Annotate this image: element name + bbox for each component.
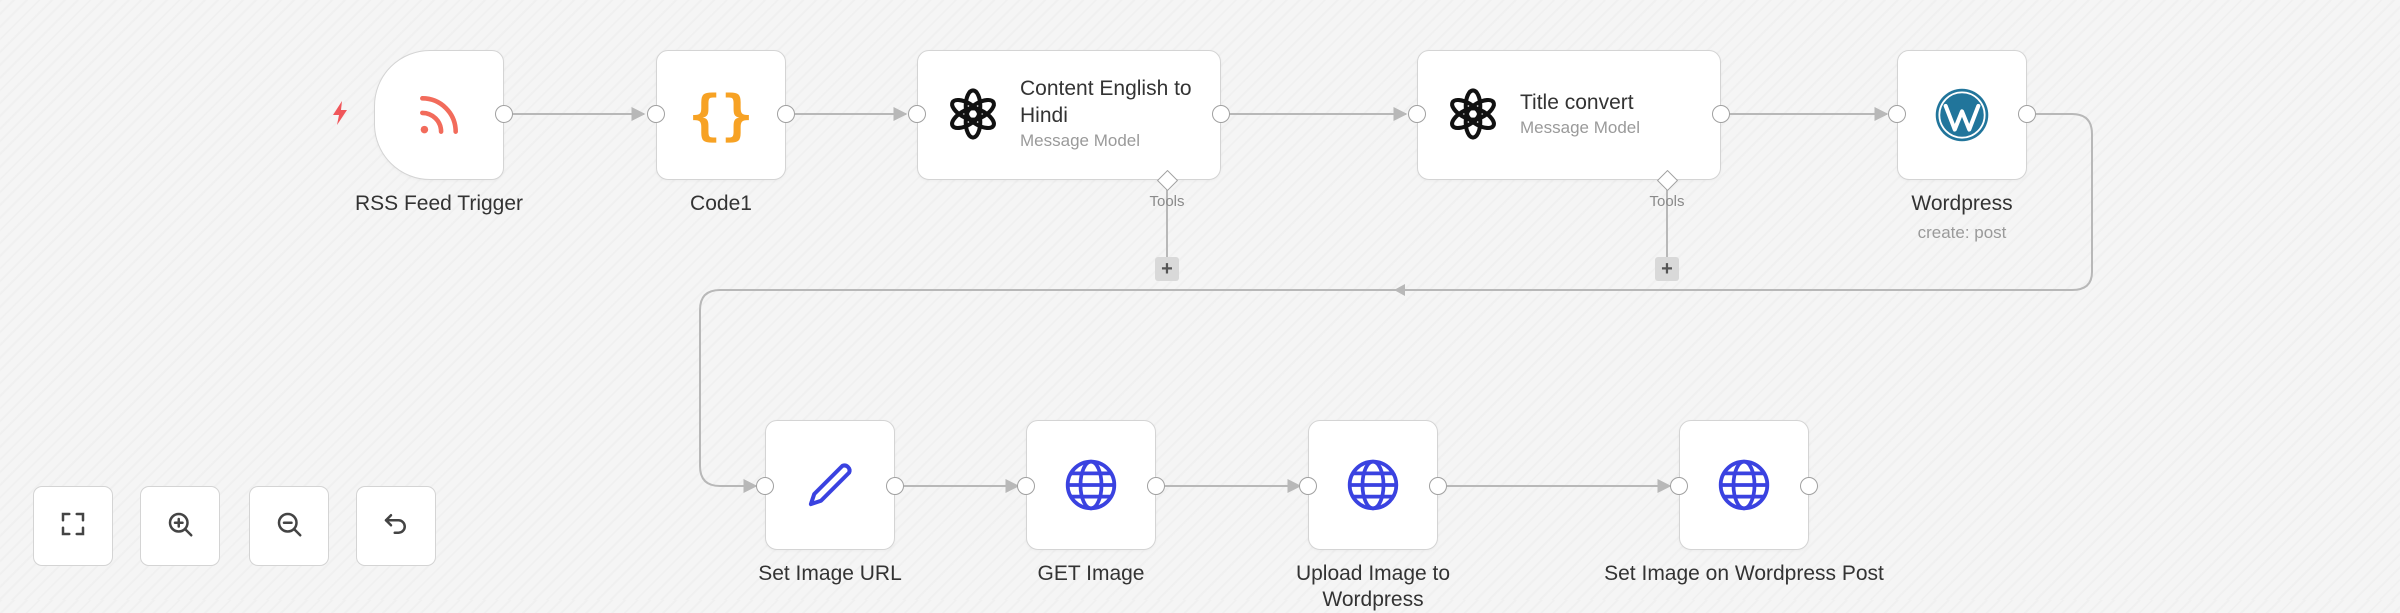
code-input-port[interactable] (647, 105, 665, 123)
set-image-post-label: Set Image on Wordpress Post (1604, 562, 1884, 585)
globe-icon (1309, 421, 1437, 549)
content-translate-output-port[interactable] (1212, 105, 1230, 123)
set-image-post-input-port[interactable] (1670, 477, 1688, 495)
wordpress-node[interactable] (1897, 50, 2027, 180)
rss-feed-trigger-label: RSS Feed Trigger (354, 192, 524, 215)
get-image-input-port[interactable] (1017, 477, 1035, 495)
code-output-port[interactable] (777, 105, 795, 123)
set-image-url-label: Set Image URL (758, 562, 902, 585)
get-image-output-port[interactable] (1147, 477, 1165, 495)
code-node[interactable]: {} (656, 50, 786, 180)
set-image-url-input-port[interactable] (756, 477, 774, 495)
globe-icon (1680, 421, 1808, 549)
code-label: Code1 (690, 192, 752, 215)
reset-zoom-button[interactable] (356, 486, 436, 566)
title-convert-input-port[interactable] (1408, 105, 1426, 123)
title-convert-add-tool-button[interactable]: + (1655, 257, 1679, 281)
fit-view-button[interactable] (33, 486, 113, 566)
zoom-in-button[interactable] (140, 486, 220, 566)
set-image-post-node[interactable] (1679, 420, 1809, 550)
set-image-url-output-port[interactable] (886, 477, 904, 495)
wordpress-label: Wordpress (1911, 192, 2013, 215)
edge-midpoint-arrow (1394, 284, 1405, 296)
openai-icon (940, 81, 1006, 147)
title-convert-subtitle: Message Model (1520, 118, 1641, 137)
title-convert-title: Title convert (1520, 91, 1634, 114)
fullscreen-icon (58, 509, 88, 544)
upload-image-output-port[interactable] (1429, 477, 1447, 495)
zoom-out-button[interactable] (249, 486, 329, 566)
rss-icon (375, 51, 503, 179)
globe-icon (1027, 421, 1155, 549)
wordpress-output-port[interactable] (2018, 105, 2036, 123)
content-translate-title: Content English to Hindi (1020, 77, 1192, 127)
content-translate-add-tool-button[interactable]: + (1155, 257, 1179, 281)
get-image-node[interactable] (1026, 420, 1156, 550)
content-translate-subtitle: Message Model (1020, 131, 1141, 150)
openai-icon (1440, 81, 1506, 147)
undo-icon (381, 509, 411, 544)
title-convert-tools-label: Tools (1649, 193, 1685, 210)
upload-image-node[interactable] (1308, 420, 1438, 550)
content-translate-tools-label: Tools (1149, 193, 1185, 210)
rss-feed-trigger-node[interactable] (374, 50, 504, 180)
lightning-icon (330, 100, 350, 131)
set-image-url-node[interactable] (765, 420, 895, 550)
pencil-icon (766, 421, 894, 549)
wordpress-icon (1898, 51, 2026, 179)
title-convert-output-port[interactable] (1712, 105, 1730, 123)
content-translate-node[interactable]: Content English to Hindi Message Model (917, 50, 1221, 180)
upload-image-input-port[interactable] (1299, 477, 1317, 495)
connections-layer (512, 107, 2093, 493)
wordpress-input-port[interactable] (1888, 105, 1906, 123)
zoom-in-icon (165, 509, 195, 544)
set-image-post-output-port[interactable] (1800, 477, 1818, 495)
braces-icon: {} (688, 83, 754, 147)
title-convert-node[interactable]: Title convert Message Model (1417, 50, 1721, 180)
get-image-label: GET Image (1037, 562, 1145, 585)
content-translate-input-port[interactable] (908, 105, 926, 123)
upload-image-label: Upload Image to Wordpress (1295, 562, 1451, 611)
zoom-out-icon (274, 509, 304, 544)
wordpress-subtitle: create: post (1917, 223, 2007, 242)
rss-output-port[interactable] (495, 105, 513, 123)
